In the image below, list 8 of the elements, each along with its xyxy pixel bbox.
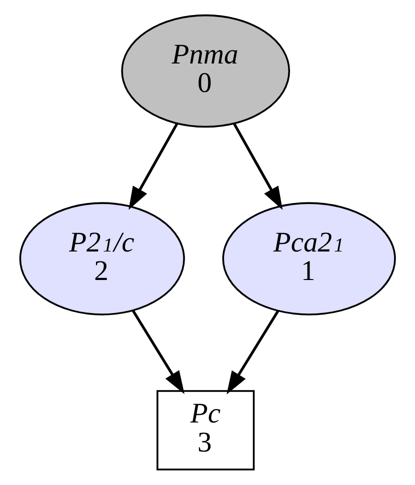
arrow	[226, 310, 280, 394]
node-ellipse: Pnma 0	[121, 14, 290, 128]
arrow	[132, 310, 184, 394]
node-box: Pc 3	[156, 390, 255, 470]
node-ellipse: Pca21 1	[222, 202, 396, 316]
arrow	[128, 122, 178, 210]
node-ellipse: P21/c 2	[19, 202, 185, 316]
arrow	[232, 122, 283, 210]
